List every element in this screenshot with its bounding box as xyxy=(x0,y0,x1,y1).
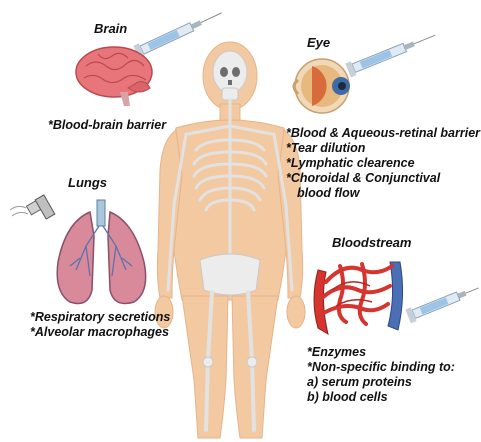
lungs-title: Lungs xyxy=(68,176,107,191)
bloodstream-item: a) serum proteins xyxy=(307,375,412,389)
bloodstream-title: Bloodstream xyxy=(332,236,411,251)
bloodstream-item: *Non-specific binding to: xyxy=(307,360,455,374)
inhaler-icon xyxy=(10,195,55,219)
syringe-icon-bloodstream xyxy=(405,281,481,323)
brain-icon xyxy=(76,47,152,106)
bloodstream-item: *Enzymes xyxy=(307,345,366,359)
lungs-icon xyxy=(57,200,145,304)
brain-title: Brain xyxy=(94,22,127,37)
eye-item: blood flow xyxy=(286,186,359,200)
lungs-item: *Alveolar macrophages xyxy=(30,325,169,339)
human-body-figure xyxy=(155,42,305,438)
eye-title: Eye xyxy=(307,36,330,51)
eye-icon xyxy=(294,59,350,113)
syringe-icon-eye xyxy=(345,28,438,77)
blood-vessels-icon xyxy=(314,262,403,334)
eye-item: *Blood & Aqueous-retinal barrier xyxy=(286,126,480,140)
eye-item: *Tear dilution xyxy=(286,141,365,155)
eye-item: *Choroidal & Conjunctival xyxy=(286,171,440,185)
bloodstream-item: b) blood cells xyxy=(307,390,388,404)
lungs-item: *Respiratory secretions xyxy=(30,310,170,324)
brain-barrier-text: *Blood-brain barrier xyxy=(48,118,166,132)
eye-item: *Lymphatic clearence xyxy=(286,156,415,170)
